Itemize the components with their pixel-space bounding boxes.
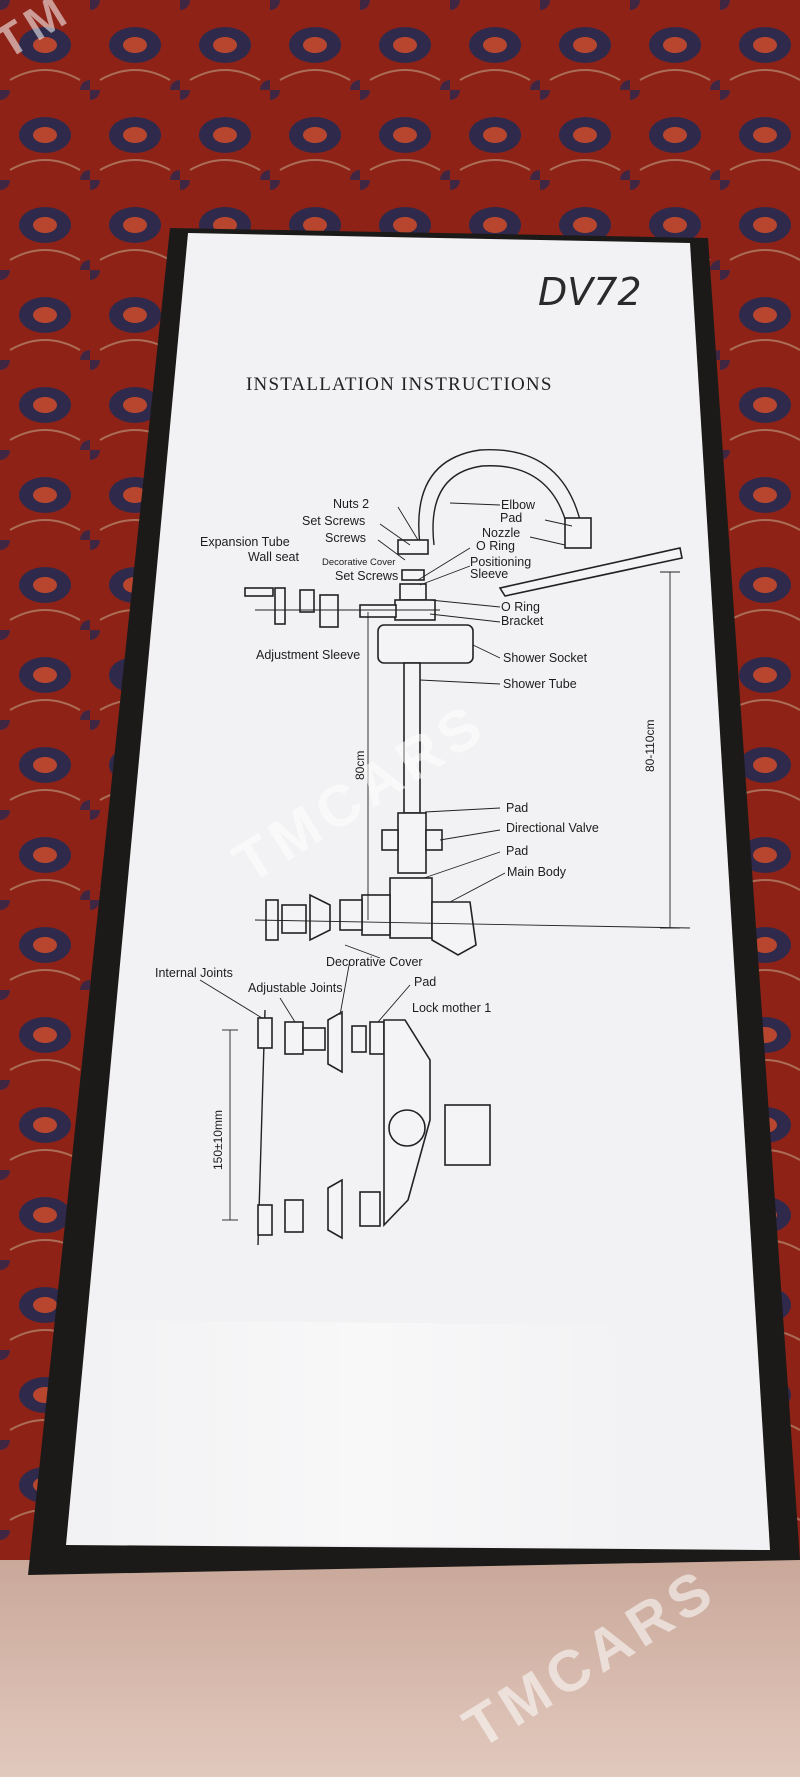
part-labels: Nuts 2 Set Screws Screws Expansion Tube … [155,497,599,1015]
floor-bottom [0,1560,800,1777]
handwritten-code: DV72 [538,270,642,314]
label-bracket: Bracket [501,614,544,628]
label-set-screws-top: Set Screws [302,514,365,528]
label-main-body: Main Body [507,865,567,879]
label-o-ring-top: O Ring [476,539,515,553]
label-set-screws: Set Screws [335,569,398,583]
label-elbow: Elbow [501,498,536,512]
label-positioning: Positioning [470,555,531,569]
label-sleeve: Sleeve [470,567,508,581]
shower-diagram [199,449,691,1246]
label-o-ring: O Ring [501,600,540,614]
label-decorative-cover-small: Decorative Cover [322,557,395,568]
light-glare [90,1320,640,1545]
instructions-title: INSTALLATION INSTRUCTIONS [246,374,553,395]
dim-tube-length: 80cm [353,751,367,780]
label-expansion-tube: Expansion Tube [200,535,290,549]
label-screws: Screws [325,531,366,545]
label-pad-top: Pad [500,511,522,525]
dim-height-range: 80-110cm [643,720,657,772]
label-pad-mid: Pad [506,801,528,815]
label-pad-bottom: Pad [414,975,436,989]
label-shower-socket: Shower Socket [503,651,588,665]
label-wall-seat: Wall seat [248,550,299,564]
label-adjustment-sleeve: Adjustment Sleeve [256,648,360,662]
label-shower-tube: Shower Tube [503,677,577,691]
label-lock-mother: Lock mother 1 [412,1001,491,1015]
label-decorative-cover: Decorative Cover [326,955,423,969]
label-nozzle: Nozzle [482,526,520,540]
dim-inlet-spacing: 150±10mm [211,1110,225,1170]
label-pad-low: Pad [506,844,528,858]
label-nuts2: Nuts 2 [333,497,369,511]
label-adjustable-joints: Adjustable Joints [248,981,343,995]
label-directional-valve: Directional Valve [506,821,599,835]
label-internal-joints: Internal Joints [155,966,233,980]
